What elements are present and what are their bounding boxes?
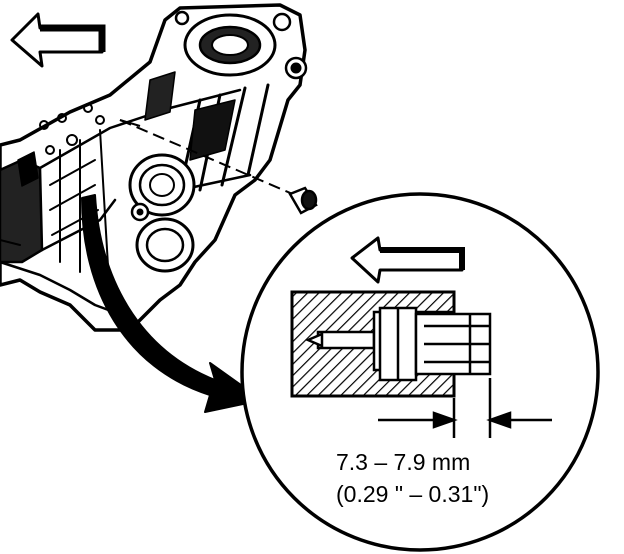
dowel-pin-section [304,306,492,382]
dimension-imperial: (0.29 " – 0.31") [336,481,489,507]
detail-view: 7.3 – 7.9 mm (0.29 " – 0.31") [240,192,600,552]
dowel-pin [288,186,318,215]
leader-line [119,119,296,196]
engine-block-drawing [0,3,308,332]
dimension-metric: 7.3 – 7.9 mm [336,449,470,475]
left-arrow-icon [10,12,106,68]
detail-direction-arrow [350,236,465,284]
dimension-marker [378,378,552,438]
